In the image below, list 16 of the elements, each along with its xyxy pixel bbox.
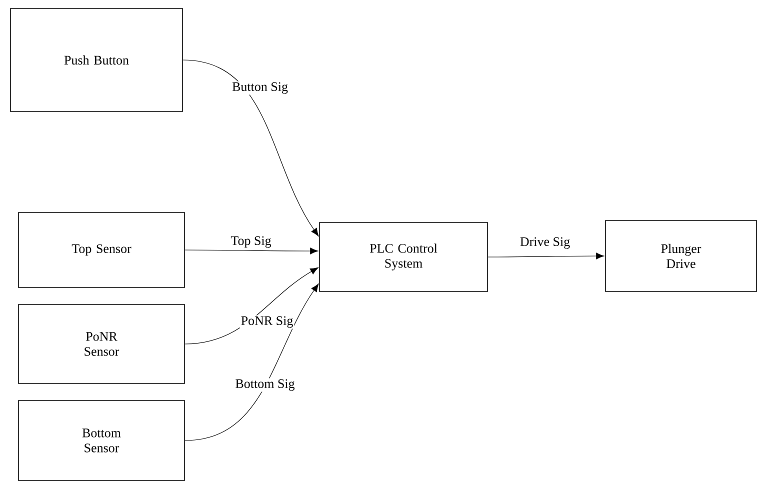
process-box: Bottom Sensor [18, 400, 185, 481]
edge-label: Button Sig [231, 81, 289, 95]
process-box: Push Button [10, 8, 183, 112]
edge-label: Top Sig [230, 235, 272, 249]
arrow [184, 284, 319, 441]
process-box: PoNR Sensor [18, 304, 185, 384]
edge-label: Drive Sig [518, 236, 572, 250]
arrow [182, 60, 319, 236]
process-box: Top Sensor [18, 212, 185, 288]
arrow [184, 248, 318, 254]
edge-label: Bottom Sig [234, 378, 296, 392]
process-box: Plunger Drive [605, 220, 757, 292]
arrow [184, 267, 318, 344]
edge-label: PoNR Sig [240, 315, 294, 329]
arrow [488, 252, 604, 260]
process-box: PLC Control System [319, 222, 488, 292]
